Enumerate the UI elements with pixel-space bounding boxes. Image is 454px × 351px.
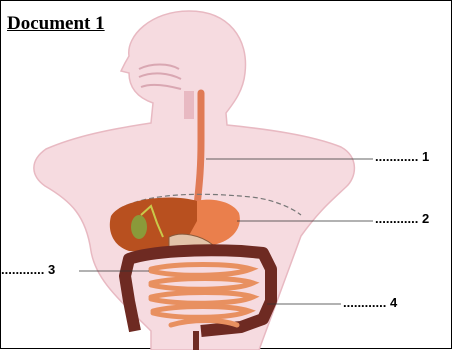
small-intestine [151, 265, 253, 326]
label-3: ............ 3 [1, 262, 55, 277]
gallbladder [131, 215, 147, 239]
pharynx [184, 91, 194, 119]
label-2: ............ 2 [375, 211, 429, 226]
document-title: Document 1 [7, 13, 105, 35]
label-1: ............ 1 [375, 149, 429, 164]
label-4: ............ 4 [343, 295, 398, 310]
esophagus [197, 93, 201, 206]
body-silhouette [34, 11, 355, 350]
